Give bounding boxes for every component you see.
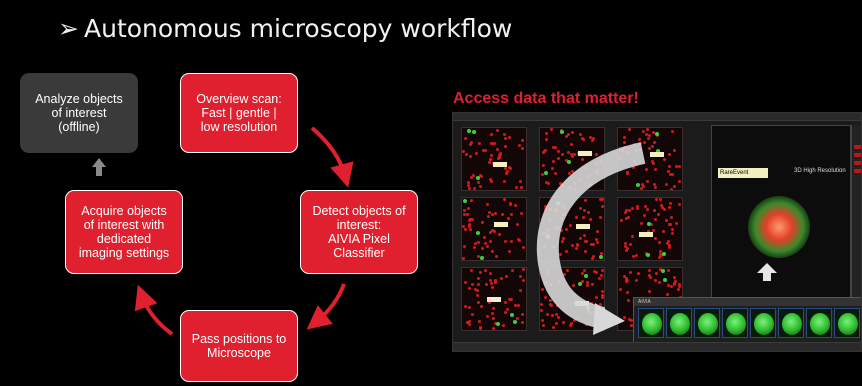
step-overview-label: Overview scan: Fast | gentle | low resol… [196, 92, 282, 134]
viewer-label: 3D High Resolution [794, 168, 846, 174]
workflow-arrows [92, 126, 354, 336]
step-analyze-label: Analyze objects of interest (offline) [35, 92, 123, 134]
step-pass-label: Pass positions to Microscope [191, 332, 287, 360]
step-acquire-label: Acquire objects of interest with dedicat… [78, 204, 170, 260]
gallery-thumbnail [750, 308, 776, 338]
arrow-detect-to-pass [306, 283, 346, 330]
app-sidebar [851, 125, 861, 341]
access-headline: Access data that matter! [453, 90, 639, 107]
step-detect-label: Detect objects of interest: AIVIA Pixel … [312, 204, 406, 260]
arrow-acquire-to-analyze [92, 158, 106, 176]
object-gallery: AIVIA [633, 297, 861, 345]
curved-arrow-icon [536, 142, 646, 335]
gallery-thumbnail [778, 308, 804, 338]
arrow-overview-to-detect [310, 126, 354, 188]
arrow-bullet-icon: ➢ [58, 14, 79, 43]
software-screenshot: RareEvent 3D High Resolution AIVIA [452, 112, 862, 352]
step-detect: Detect objects of interest: AIVIA Pixel … [300, 190, 418, 274]
step-overview: Overview scan: Fast | gentle | low resol… [180, 73, 298, 153]
slide-title: ➢Autonomous microscopy workflow [58, 14, 512, 43]
overview-tile [617, 197, 683, 261]
gallery-thumbnail [806, 308, 832, 338]
step-acquire: Acquire objects of interest with dedicat… [65, 190, 183, 274]
arrow-pass-to-acquire [134, 284, 174, 336]
overview-tile [461, 197, 527, 261]
up-arrow-icon [757, 263, 777, 281]
gallery-thumbnail [666, 308, 692, 338]
gallery-toolbar: AIVIA [634, 298, 861, 306]
step-analyze: Analyze objects of interest (offline) [20, 73, 138, 153]
overview-tile [461, 127, 527, 191]
step-pass: Pass positions to Microscope [180, 310, 298, 382]
slide-title-text: Autonomous microscopy workflow [84, 14, 513, 43]
gallery-thumbnail [694, 308, 720, 338]
overview-tile [461, 267, 527, 331]
gallery-thumbnail [834, 308, 860, 338]
app-toolbar [453, 113, 861, 121]
cell-image [748, 196, 810, 258]
gallery-thumbnail [638, 308, 664, 338]
viewer-tag: RareEvent [718, 168, 768, 178]
app-statusbar [453, 342, 861, 351]
gallery-thumbnail [722, 308, 748, 338]
